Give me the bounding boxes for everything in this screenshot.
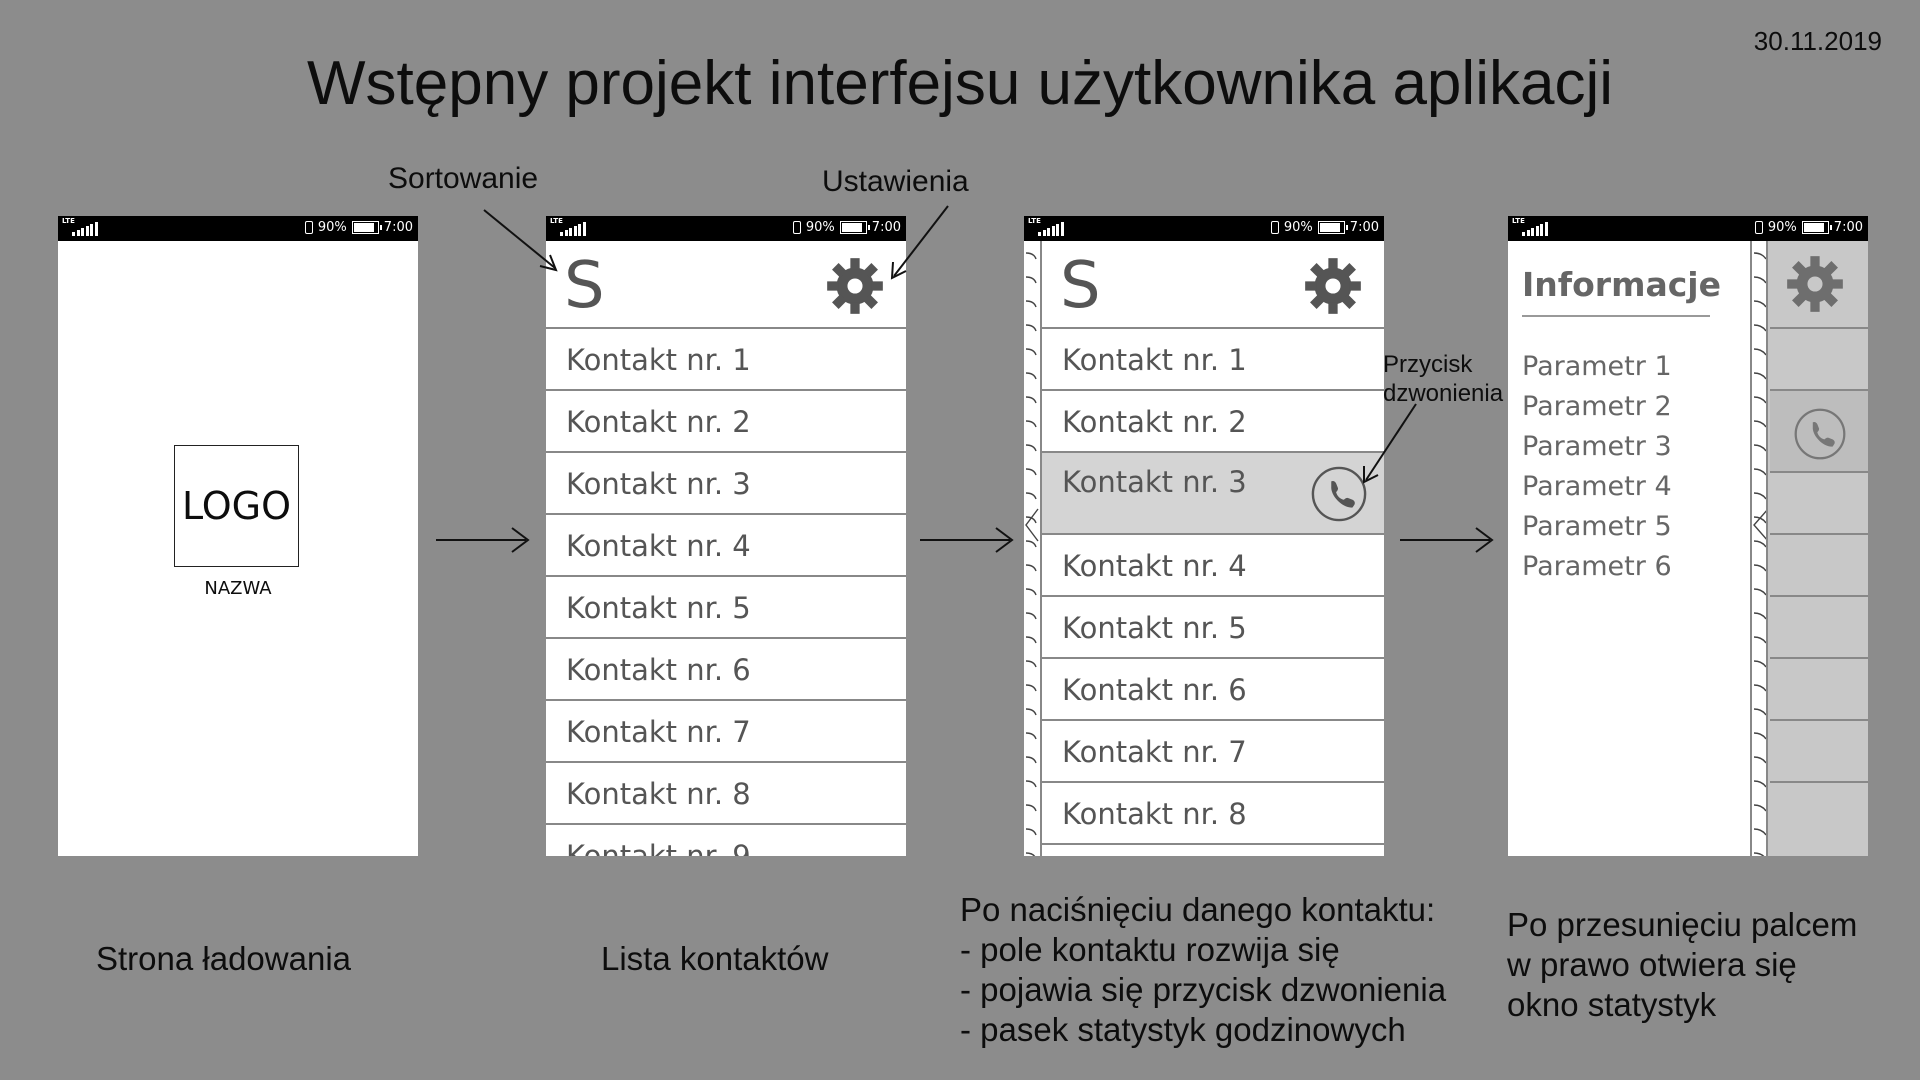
gear-icon (1787, 256, 1843, 312)
hourly-stats-bar[interactable] (1750, 241, 1768, 856)
date-label: 30.11.2019 (1753, 26, 1882, 56)
screen-loading: LTE 90% 7:00 LOGO NAZWA (58, 216, 418, 856)
flow-arrow-2-head (995, 527, 1014, 553)
vibrate-icon (792, 221, 801, 234)
note-line: - pojawia się przycisk dzwonienia (960, 971, 1447, 1008)
info-panel-title: Informacje (1522, 265, 1721, 304)
contact-row[interactable]: Kontakt nr. 5 (546, 577, 906, 639)
contact-row[interactable]: Kontakt nr. 7 (546, 701, 906, 763)
param-item: Parametr 2 (1522, 391, 1672, 422)
contact-row[interactable]: Kontakt nr. 9 (546, 825, 906, 856)
vibrate-icon (304, 221, 313, 234)
caption-contact-list: Lista kontaktów (601, 940, 829, 977)
note-line: - pasek statystyk godzinowych (960, 1011, 1406, 1048)
battery-percent: 90% (805, 220, 835, 235)
clock: 7:00 (871, 220, 901, 235)
gear-icon[interactable] (1304, 257, 1362, 315)
contact-row[interactable]: Kontakt nr. 6 (1042, 659, 1384, 721)
param-item: Parametr 4 (1522, 471, 1672, 502)
status-bar: LTE 90% 7:00 (1508, 216, 1868, 241)
vibrate-icon (1754, 221, 1763, 234)
screen-stats-panel: LTE 90% 7:00 (1508, 216, 1868, 856)
contact-row[interactable]: Kontakt nr. 2 (546, 391, 906, 453)
gear-icon[interactable] (826, 257, 884, 315)
clock: 7:00 (383, 220, 413, 235)
caption-loading: Strona ładowania (96, 940, 352, 977)
signal-icon (1038, 222, 1064, 236)
contact-row[interactable]: Kontakt nr. 1 (546, 329, 906, 391)
battery-icon (1801, 221, 1832, 234)
note-line: - pole kontaktu rozwija się (960, 931, 1340, 968)
flow-arrow-1-head (511, 527, 530, 553)
signal-icon (72, 222, 98, 236)
app-header: S (1042, 241, 1384, 329)
contact-row[interactable]: Kontakt nr. 3 (546, 453, 906, 515)
contact-row-expanded[interactable]: Kontakt nr. 3 (1042, 453, 1384, 535)
app-name: NAZWA (204, 578, 272, 599)
param-item: Parametr 1 (1522, 351, 1672, 382)
annotation-settings: Ustawienia (822, 165, 969, 198)
signal-icon (1522, 222, 1548, 236)
divider (1522, 315, 1710, 317)
contact-row[interactable]: Kontakt nr. 4 (546, 515, 906, 577)
status-bar: LTE 90% 7:00 (58, 216, 418, 241)
settings-pointer-head (890, 261, 907, 280)
network-indicator: LTE (62, 217, 75, 225)
contact-row[interactable]: Kontakt nr. 5 (1042, 597, 1384, 659)
network-indicator: LTE (1028, 217, 1041, 225)
sort-pointer (483, 209, 556, 269)
logo: LOGO (174, 445, 299, 567)
contact-row[interactable]: Kontakt nr. 4 (1042, 535, 1384, 597)
annotation-call-button: Przycisk dzwonienia (1383, 351, 1504, 407)
app-header: S (546, 241, 906, 329)
sort-button[interactable]: S (1060, 249, 1101, 323)
network-indicator: LTE (550, 217, 563, 225)
note-expanded: Po naciśnięciu danego kontaktu:- pole ko… (960, 890, 1446, 1050)
contact-row[interactable]: Kontakt nr. 6 (546, 639, 906, 701)
sort-button[interactable]: S (564, 249, 605, 323)
battery-percent: 90% (317, 220, 347, 235)
annotation-sort: Sortowanie (388, 162, 539, 195)
page-title: Wstępny projekt interfejsu użytkownika a… (307, 49, 1613, 118)
contact-row[interactable]: Kontakt nr. 2 (1042, 391, 1384, 453)
battery-percent: 90% (1767, 220, 1797, 235)
flow-arrow-3-head (1475, 527, 1494, 553)
contact-row[interactable]: Kontakt nr. 1 (1042, 329, 1384, 391)
battery-percent: 90% (1283, 220, 1313, 235)
network-indicator: LTE (1512, 217, 1525, 225)
contact-row[interactable]: Kontakt nr. 8 (1042, 783, 1384, 845)
phone-icon (1794, 408, 1846, 460)
vibrate-icon (1270, 221, 1279, 234)
note-line: Po przesunięciu palcem (1507, 906, 1858, 943)
param-item: Parametr 6 (1522, 551, 1672, 582)
battery-icon (1317, 221, 1348, 234)
contact-row[interactable]: Kontakt nr. 7 (1042, 721, 1384, 783)
note-line: w prawo otwiera się (1507, 946, 1797, 983)
note-line: okno statystyk (1507, 986, 1717, 1023)
param-item: Parametr 3 (1522, 431, 1672, 462)
hourly-stats-bar[interactable] (1024, 241, 1042, 856)
phone-icon[interactable] (1310, 465, 1368, 523)
param-item: Parametr 5 (1522, 511, 1672, 542)
info-panel: Informacje Parametr 1 Parametr 2 Parametr … (1508, 241, 1750, 856)
clock: 7:00 (1349, 220, 1379, 235)
note-line: Po naciśnięciu danego kontaktu: (960, 891, 1436, 928)
battery-icon (351, 221, 382, 234)
signal-icon (560, 222, 586, 236)
screen-contact-list: LTE 90% 7:00 S (546, 216, 906, 856)
dimmed-contact-list (1770, 241, 1868, 856)
settings-pointer (893, 205, 949, 277)
contact-row[interactable]: Kontakt nr. 8 (546, 763, 906, 825)
call-pointer-head (1363, 466, 1379, 484)
call-pointer (1365, 403, 1417, 481)
status-bar: LTE 90% 7:00 (546, 216, 906, 241)
clock: 7:00 (1833, 220, 1863, 235)
battery-icon (839, 221, 870, 234)
sort-pointer-head (539, 254, 558, 272)
status-bar: LTE 90% 7:00 (1024, 216, 1384, 241)
